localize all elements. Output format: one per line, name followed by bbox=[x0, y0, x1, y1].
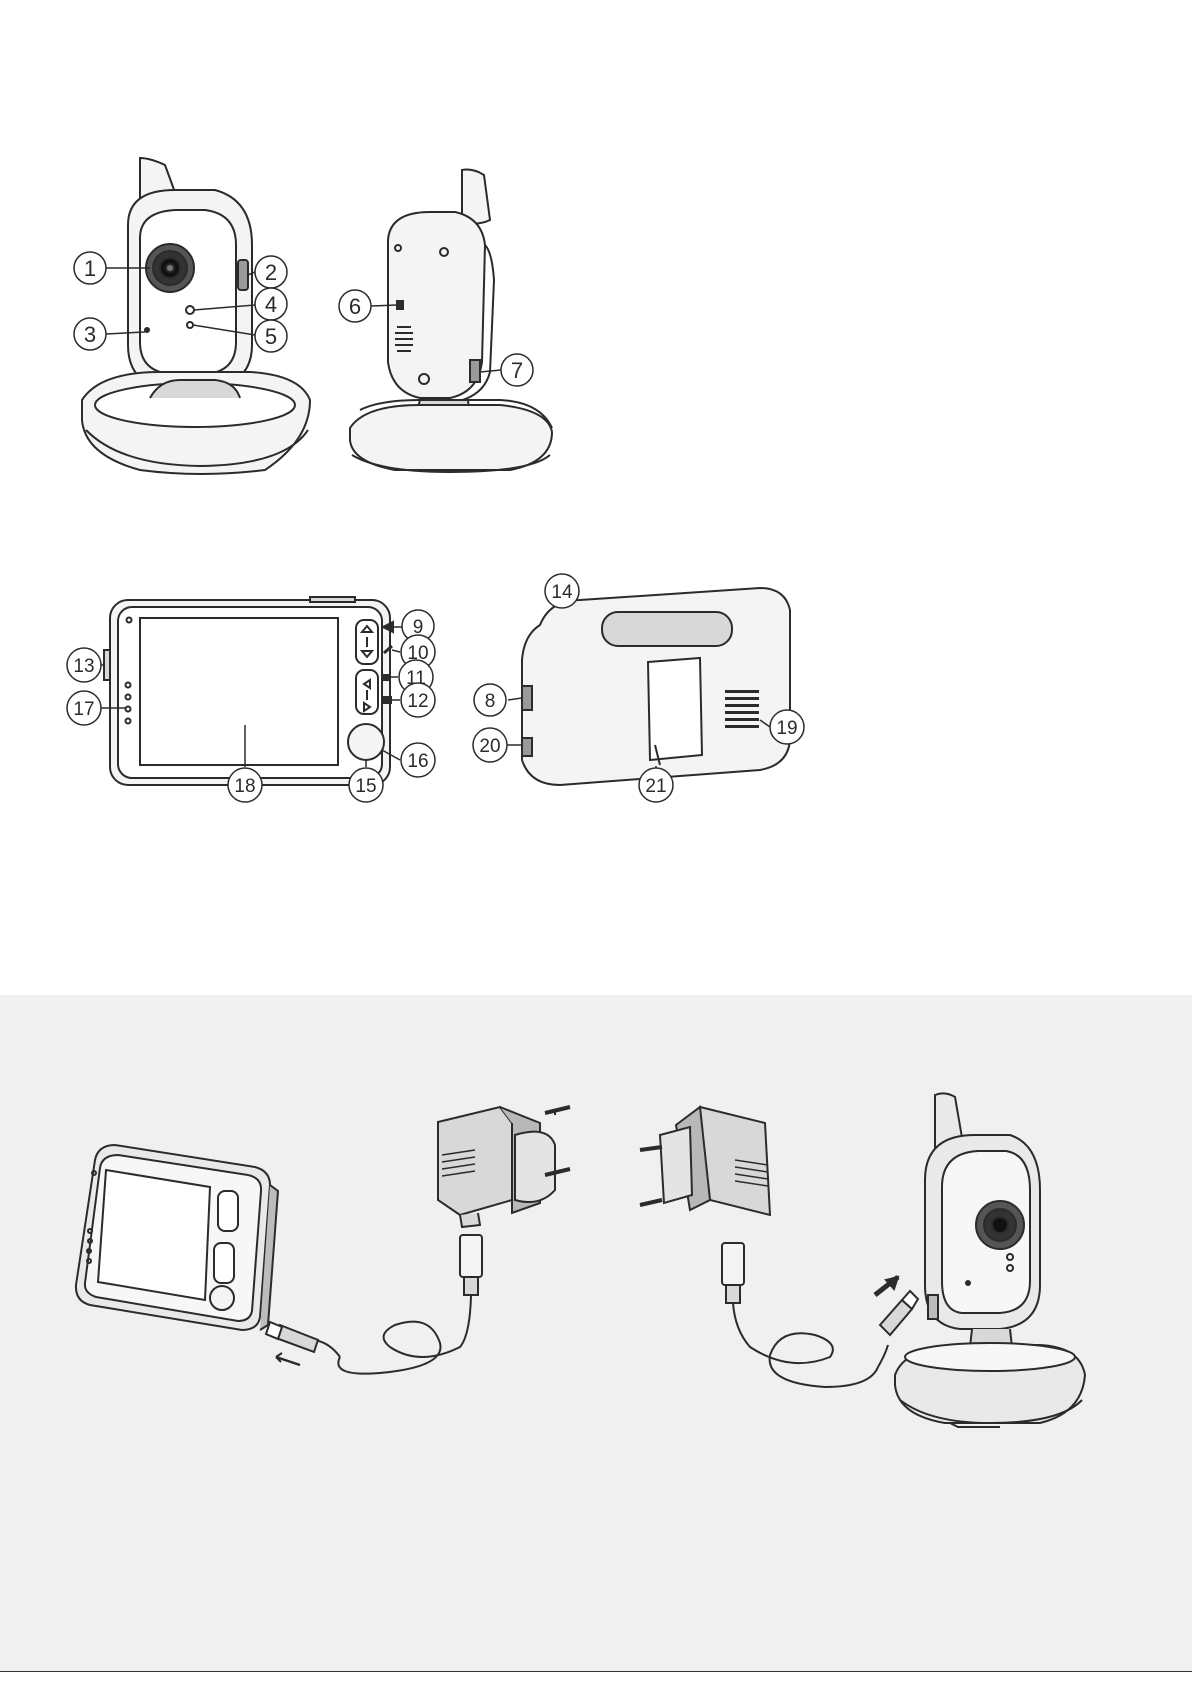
callout-16-label: 16 bbox=[407, 751, 428, 772]
callout-15-label: 15 bbox=[355, 776, 376, 797]
callout-14-label: 14 bbox=[551, 582, 573, 603]
callout-12-label: 12 bbox=[407, 691, 428, 712]
callout-6-label: 6 bbox=[349, 294, 361, 319]
callout-21-label: 21 bbox=[645, 776, 666, 797]
parts-diagram: 1 2 3 4 5 6 7 bbox=[0, 0, 1192, 995]
callout-1-label: 1 bbox=[84, 256, 96, 281]
callout-3-label: 3 bbox=[84, 322, 96, 347]
page-footer-rule bbox=[0, 1671, 1192, 1686]
callout-19-label: 19 bbox=[776, 718, 797, 739]
camera-back-illustration bbox=[350, 170, 552, 472]
monitor-back-illustration bbox=[522, 588, 790, 785]
callout-7-label: 7 bbox=[511, 358, 523, 383]
callout-2-label: 2 bbox=[265, 260, 277, 285]
callout-20-label: 20 bbox=[479, 736, 500, 757]
monitor-front-illustration bbox=[104, 597, 393, 785]
charging-illustration-panel bbox=[0, 995, 1192, 1671]
callout-18-label: 18 bbox=[234, 776, 255, 797]
callout-5-label: 5 bbox=[265, 324, 277, 349]
callout-13-label: 13 bbox=[73, 656, 94, 677]
monitor-charging-illustration bbox=[76, 1145, 278, 1330]
callout-17-label: 17 bbox=[73, 699, 94, 720]
callout-4-label: 4 bbox=[265, 292, 277, 317]
callout-8-label: 8 bbox=[485, 691, 496, 712]
